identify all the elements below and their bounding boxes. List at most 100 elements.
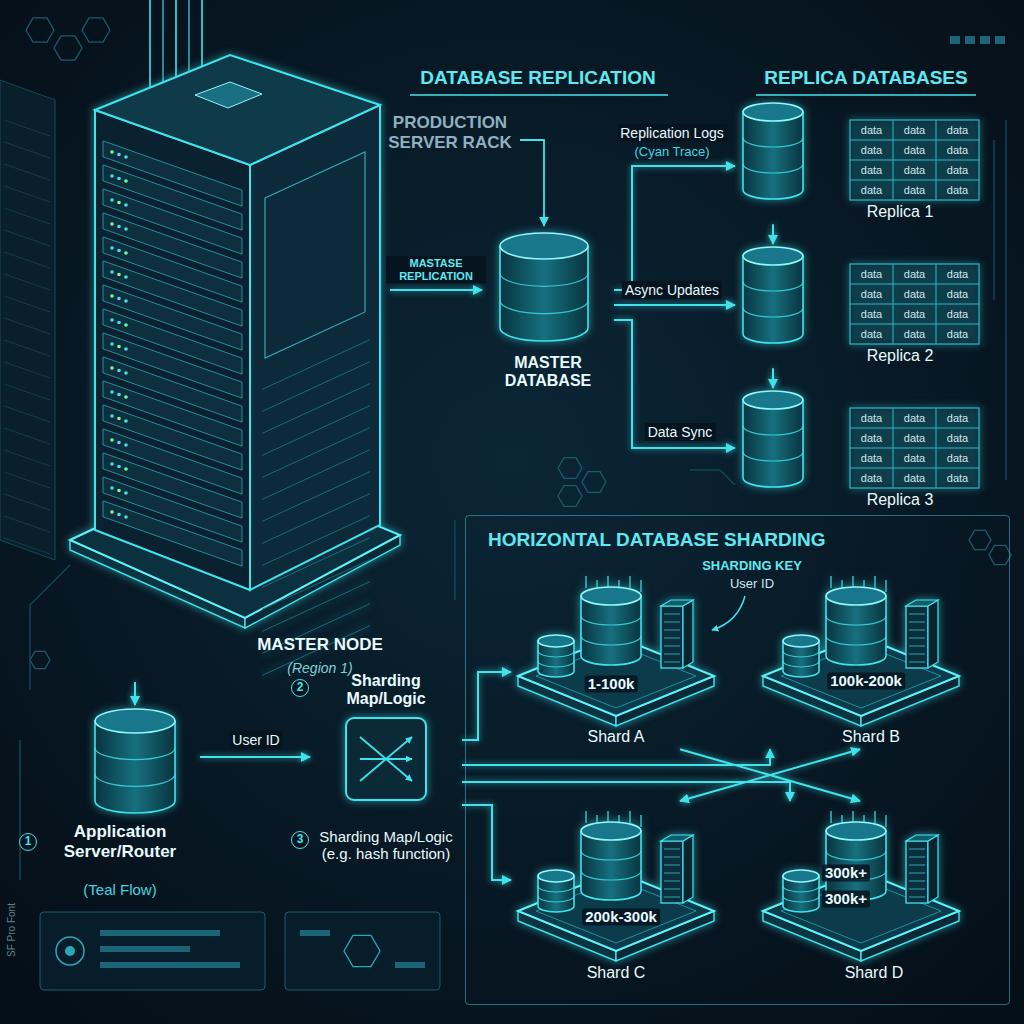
data-stream — [585, 811, 587, 823]
server-slot — [909, 873, 925, 874]
table-cell: data — [947, 472, 968, 485]
cylinder-band — [500, 301, 588, 314]
heading-rule — [756, 94, 976, 96]
shard-art — [763, 576, 959, 726]
status-led — [110, 414, 114, 418]
background-rack-slot — [4, 186, 50, 202]
status-led — [110, 246, 114, 250]
status-led — [117, 369, 121, 373]
cylinder-top — [826, 822, 886, 840]
status-led — [110, 510, 114, 514]
status-led — [124, 443, 128, 447]
cylinder-top — [783, 870, 819, 882]
status-led — [110, 174, 114, 178]
sharding-logic: Sharding Map/LogicSharding Map/Logic (e.… — [310, 665, 462, 885]
status-led — [124, 203, 128, 207]
cylinder-body — [95, 721, 175, 813]
hexagon — [558, 486, 582, 507]
rack-side-line — [262, 494, 370, 544]
table-cell: data — [904, 144, 925, 157]
table-cell: data — [947, 164, 968, 177]
node-shape — [40, 705, 200, 905]
cylinder-band — [743, 282, 803, 291]
server-slot — [664, 873, 680, 874]
server-slot — [664, 865, 680, 866]
shard-node: 1-100kShard A — [511, 581, 726, 749]
node-shape — [735, 388, 985, 510]
server-slot — [909, 654, 925, 655]
table-rule — [850, 140, 979, 141]
cylinder-body — [500, 246, 588, 341]
status-led — [124, 251, 128, 255]
node-text: Shard D — [845, 964, 904, 982]
table-rule — [850, 304, 979, 305]
status-led — [117, 153, 121, 157]
cylinder-band — [783, 896, 819, 902]
data-stream — [607, 811, 609, 823]
status-led — [110, 318, 114, 322]
server-slot — [909, 614, 925, 615]
cylinder-band — [783, 661, 819, 667]
replica-database: Replica 3 — [735, 388, 985, 512]
indicator-bar — [980, 36, 990, 44]
table-cell: data — [904, 452, 925, 465]
status-led — [117, 489, 121, 493]
table-rule — [850, 468, 979, 469]
status-led — [110, 390, 114, 394]
rack-art — [70, 55, 400, 675]
server-top — [906, 600, 938, 606]
server-top — [661, 600, 693, 606]
node-text: Shard C — [587, 964, 646, 982]
data-stream — [885, 580, 887, 592]
table-rule — [850, 428, 979, 429]
connector — [614, 320, 735, 448]
leader-line — [712, 596, 745, 630]
status-led — [110, 150, 114, 154]
table-cell: data — [904, 124, 925, 137]
cylinder-top — [743, 391, 803, 409]
key-value: User ID — [730, 577, 774, 592]
rack-side-line — [262, 406, 370, 456]
table-cell: data — [947, 288, 968, 301]
node-text: 100k-200k — [827, 672, 905, 689]
status-led — [124, 227, 128, 231]
server-slot — [664, 630, 680, 631]
shard-art — [518, 576, 714, 726]
server-top — [661, 835, 693, 841]
cylinder-top — [95, 709, 175, 733]
node-text: 300k+ — [822, 890, 870, 907]
hexagon — [969, 530, 991, 549]
cylinder-top — [581, 587, 641, 605]
replica-database: Replica 1 — [735, 100, 985, 224]
cylinder-band — [538, 886, 574, 892]
watermark: SF Pro Font — [6, 903, 18, 957]
edge-note: (Cyan Trace) — [634, 145, 709, 160]
circuit-trace — [30, 565, 70, 690]
shard-art — [763, 811, 959, 961]
table-cell: data — [947, 308, 968, 321]
node-text: Replica 1 — [867, 203, 934, 221]
table-cell: data — [861, 328, 882, 341]
server-tower — [661, 841, 683, 903]
rack-side-line — [262, 450, 370, 500]
data-stream — [629, 811, 631, 823]
background-rack-slot — [4, 450, 50, 466]
rack-side-line — [262, 340, 370, 390]
replica-art — [743, 103, 979, 200]
connector — [614, 304, 735, 306]
panel-bar — [100, 946, 190, 952]
connector — [200, 756, 310, 758]
data-table — [850, 408, 979, 488]
background-rack-slot — [4, 538, 50, 554]
status-led — [110, 366, 114, 370]
replica-art — [743, 391, 979, 488]
cylinder-band — [826, 616, 886, 625]
shard-node: 300k+300k+Shard D — [756, 801, 971, 986]
server-slot — [909, 662, 925, 663]
status-panel — [40, 912, 265, 990]
panel-bar — [395, 962, 425, 968]
status-led — [117, 465, 121, 469]
status-led — [117, 273, 121, 277]
cylinder-band — [581, 871, 641, 880]
server-slot — [664, 638, 680, 639]
